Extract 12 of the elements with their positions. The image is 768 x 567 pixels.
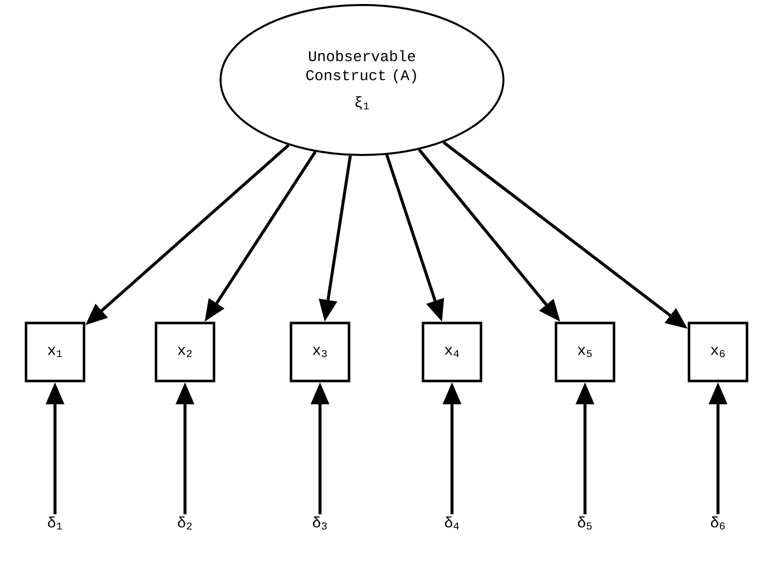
indicator-box: x$_{3}$ xyxy=(290,322,350,382)
indicator-box: x$_{1}$ xyxy=(24,322,86,382)
error-term-label: δ$_{2}$ xyxy=(178,516,192,530)
error-term-label: δ$_{1}$ xyxy=(48,516,62,530)
indicator-box: x$_{4}$ xyxy=(422,322,482,382)
error-term-label: δ$_{4}$ xyxy=(444,516,459,530)
indicator-box: x$_{6}$ xyxy=(688,322,748,382)
indicator-box: x$_{2}$ xyxy=(154,322,216,382)
error-term-label: δ$_{5}$ xyxy=(578,516,592,530)
indicator-box: x$_{5}$ xyxy=(554,322,616,382)
error-term-label: δ$_{6}$ xyxy=(710,516,725,530)
error-term-label: δ$_{3}$ xyxy=(312,516,327,530)
